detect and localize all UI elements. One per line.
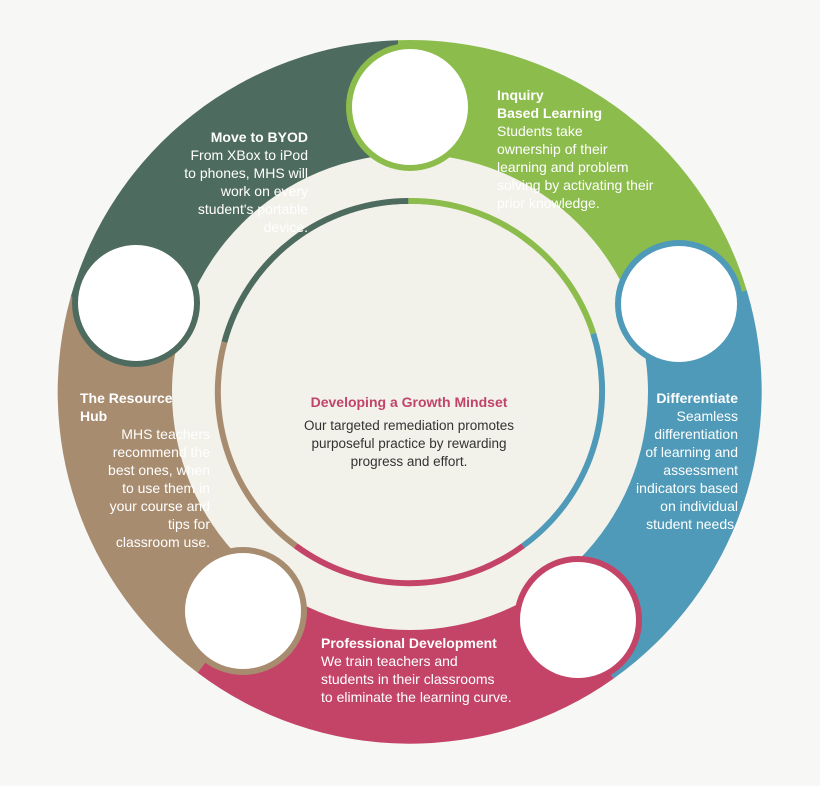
- segment-text-differentiate: Differentiate Seamless differentiation o…: [600, 389, 738, 533]
- photo-placeholder-differentiate: [621, 246, 737, 362]
- inner-arc-resource: [214, 341, 298, 549]
- segment-body-byod: From XBox to iPod to phones, MHS will wo…: [184, 147, 308, 235]
- segment-text-byod: Move to BYOD From XBox to iPod to phones…: [130, 128, 308, 236]
- segment-body-professional: We train teachers and students in their …: [321, 653, 512, 705]
- segment-title-inquiry: Inquiry Based Learning: [497, 87, 603, 121]
- photo-placeholder-inquiry: [352, 49, 468, 165]
- center-title: Developing a Growth Mindset: [310, 394, 508, 410]
- photo-placeholder-resource: [185, 553, 301, 669]
- photo-placeholder-professional: [520, 562, 636, 678]
- segment-body-resource: MHS teachers recommend the best ones, wh…: [108, 426, 210, 550]
- segment-text-inquiry: Inquiry Based Learning Students take own…: [497, 86, 697, 212]
- segment-title-byod: Move to BYOD: [210, 129, 308, 145]
- center-disc: [222, 204, 598, 580]
- segment-body-differentiate: Seamless differentiation of learning and…: [636, 408, 738, 532]
- segment-title-resource: The Resource Hub: [80, 390, 173, 424]
- segment-text-professional: Professional Development We train teache…: [321, 634, 541, 706]
- segment-text-resource: The Resource Hub MHS teachers recommend …: [80, 389, 210, 551]
- segment-title-professional: Professional Development: [321, 635, 497, 651]
- inner-arc-professional: [293, 543, 525, 587]
- center-text: Developing a Growth Mindset Our targeted…: [280, 393, 538, 471]
- inner-arc-byod: [221, 198, 409, 343]
- photo-placeholder-byod: [78, 245, 194, 361]
- inner-arc-differentiate: [521, 332, 606, 549]
- center-body: Our targeted remediation promotes purpos…: [303, 418, 515, 469]
- inner-arc-inquiry: [408, 197, 597, 335]
- segment-title-differentiate: Differentiate: [656, 390, 738, 406]
- segment-body-inquiry: Students take ownership of their learnin…: [497, 123, 654, 211]
